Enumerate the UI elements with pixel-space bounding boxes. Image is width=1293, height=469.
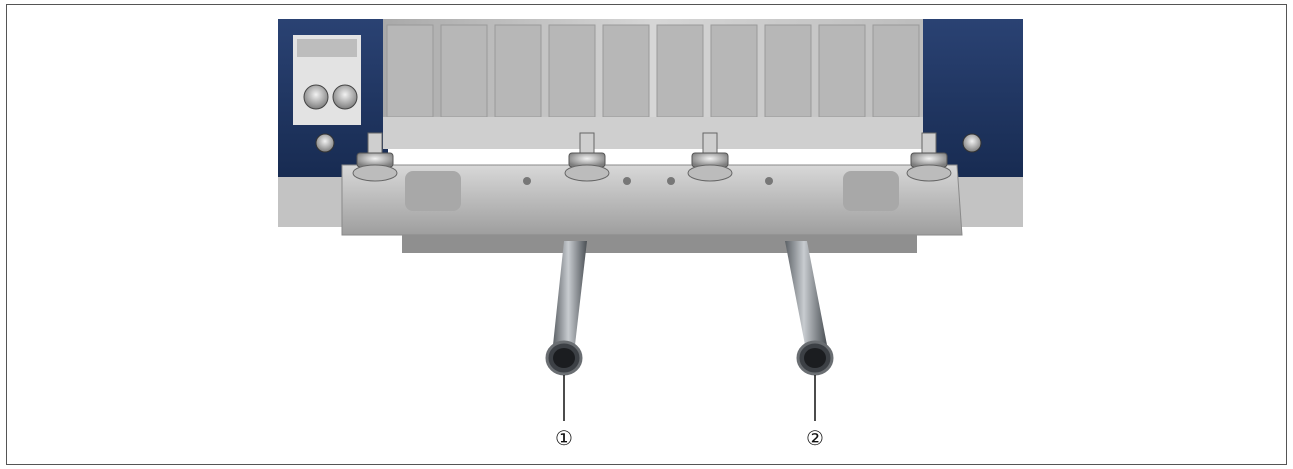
callout-2: ② — [806, 426, 824, 450]
pipe-left — [545, 241, 587, 376]
figure-frame: ① ② — [6, 4, 1287, 465]
device-illustration: ① ② — [278, 19, 1023, 450]
stud-1 — [352, 132, 398, 182]
pipe-right — [785, 241, 834, 376]
callout-1: ① — [555, 426, 573, 450]
heatsink — [383, 19, 923, 149]
stud-2 — [564, 132, 610, 182]
stud-4 — [906, 132, 952, 182]
housing-left — [278, 19, 388, 199]
stud-3 — [687, 132, 733, 182]
mounting-plate — [341, 164, 963, 253]
